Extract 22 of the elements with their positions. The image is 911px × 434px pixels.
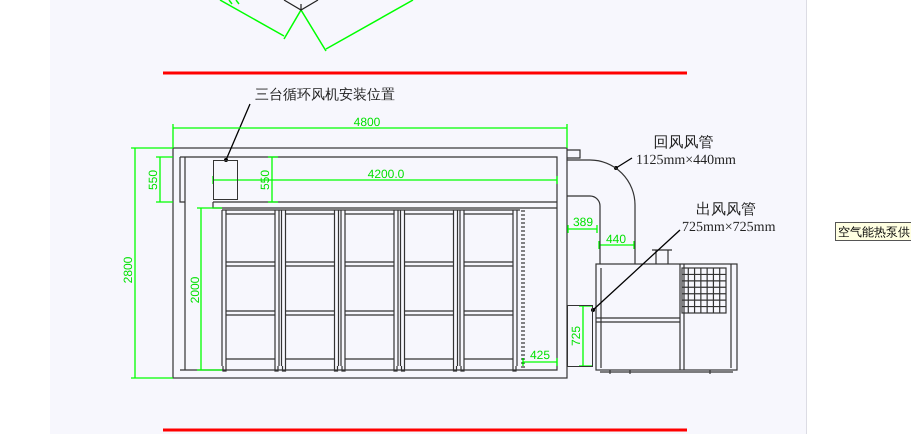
dimension-label: 389: [572, 216, 594, 228]
callout-size: 1125mm×440mm: [636, 153, 736, 169]
dimension-label: 2800: [122, 256, 134, 284]
callout-size: 725mm×725mm: [682, 220, 776, 236]
dimension-label: 4200.0: [368, 168, 404, 180]
return-duct-drawing: [567, 158, 636, 264]
tooltip: 空气能热泵供: [835, 222, 911, 241]
leader-line: [224, 104, 251, 162]
dimension-label: 425: [530, 349, 550, 361]
dimension-label: 550: [147, 170, 159, 190]
dimension-label: 725: [570, 326, 582, 346]
dimension-label: 550: [259, 170, 271, 190]
fan-box: [213, 160, 238, 200]
dimension-label: 4800: [354, 116, 380, 128]
outlet-duct: [567, 305, 593, 367]
dimension-label: 2000: [189, 276, 201, 304]
callout-heading: 回风风管: [654, 135, 714, 151]
callout-heading: 出风风管: [696, 202, 756, 218]
callout-text: 三台循环风机安装位置: [255, 88, 395, 104]
dimension-label: 440: [606, 233, 626, 245]
leader-line: [591, 230, 680, 312]
leader-line: [614, 157, 632, 170]
